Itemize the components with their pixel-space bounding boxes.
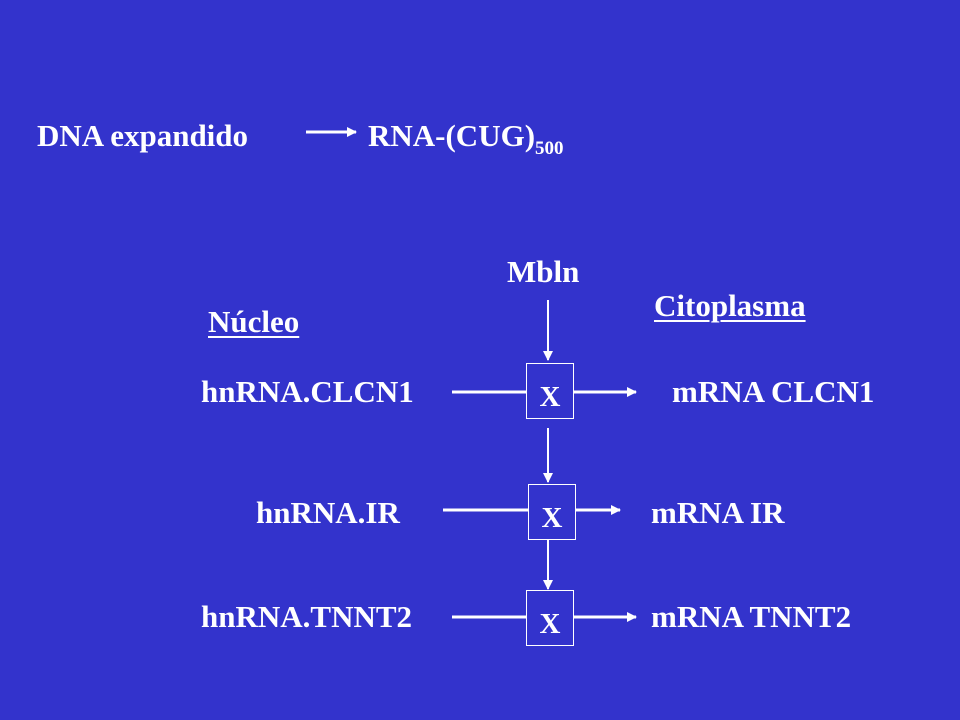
cytoplasm-label: Citoplasma	[654, 288, 806, 323]
rna-cug-label: RNA-(CUG)500	[368, 118, 564, 158]
block-x-tnnt2: X	[539, 608, 561, 640]
dna-expanded-label: DNA expandido	[37, 118, 249, 153]
rna-cug-subscript: 500	[535, 138, 564, 159]
block-box-ir: X	[528, 484, 576, 540]
mrna-clcn1-label: mRNA CLCN1	[672, 374, 875, 409]
block-x-ir: X	[541, 502, 563, 534]
mrna-tnnt2-label: mRNA TNNT2	[651, 599, 852, 634]
mbln-label: Mbln	[507, 254, 580, 289]
nucleus-label: Núcleo	[208, 304, 300, 339]
block-box-tnnt2: X	[526, 590, 574, 646]
block-box-clcn1: X	[526, 363, 574, 419]
hnrna-ir-label: hnRNA.IR	[256, 495, 400, 530]
rna-cug-prefix: RNA-(CUG)	[368, 118, 536, 153]
block-x-clcn1: X	[539, 381, 561, 413]
hnrna-tnnt2-label: hnRNA.TNNT2	[201, 599, 413, 634]
mrna-ir-label: mRNA IR	[651, 495, 785, 530]
hnrna-clcn1-label: hnRNA.CLCN1	[201, 374, 414, 409]
